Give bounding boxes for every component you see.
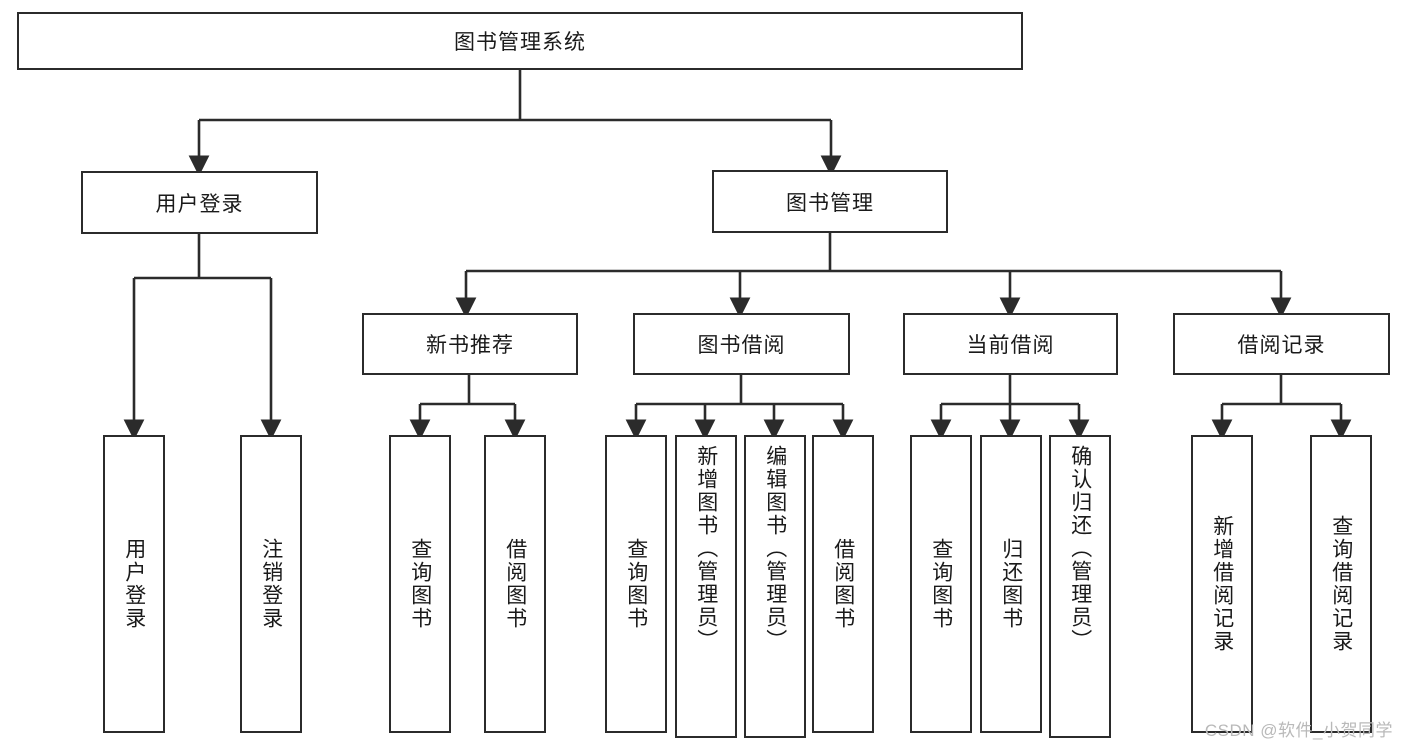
node-new-book-rec[interactable]: 新书推荐 — [362, 313, 578, 375]
node-user-login-label: 用户登录 — [155, 192, 244, 216]
node-leaf-return-book-label: 归还图书 — [999, 538, 1023, 630]
node-borrow-record-label: 借阅记录 — [1237, 334, 1326, 357]
node-new-book-rec-label: 新书推荐 — [426, 334, 514, 357]
node-leaf-query-book-1[interactable]: 查询图书 — [389, 435, 451, 733]
node-root[interactable]: 图书管理系统 — [17, 12, 1023, 70]
node-book-borrow[interactable]: 图书借阅 — [633, 313, 850, 375]
node-current-borrow-label: 当前借阅 — [966, 334, 1055, 357]
node-leaf-user-login[interactable]: 用户登录 — [103, 435, 165, 733]
node-book-manage[interactable]: 图书管理 — [712, 170, 948, 233]
node-leaf-edit-book[interactable]: 编辑图书（管理员） — [744, 435, 806, 738]
node-leaf-borrow-book-2-label: 借阅图书 — [831, 538, 855, 630]
node-leaf-query-record[interactable]: 查询借阅记录 — [1310, 435, 1372, 733]
watermark: CSDN @软件_小贺同学 — [1204, 721, 1393, 740]
node-leaf-query-book-3-label: 查询图书 — [929, 538, 953, 630]
node-leaf-borrow-book-2[interactable]: 借阅图书 — [812, 435, 874, 733]
node-leaf-user-login-label: 用户登录 — [122, 538, 146, 630]
node-leaf-user-logout[interactable]: 注销登录 — [240, 435, 302, 733]
node-leaf-user-logout-label: 注销登录 — [259, 538, 283, 630]
node-leaf-add-record[interactable]: 新增借阅记录 — [1191, 435, 1253, 733]
node-leaf-add-record-label: 新增借阅记录 — [1210, 515, 1234, 653]
node-leaf-confirm-return[interactable]: 确认归还（管理员） — [1049, 435, 1111, 738]
node-leaf-query-record-label: 查询借阅记录 — [1329, 515, 1353, 653]
node-leaf-confirm-return-label: 确认归还（管理员） — [1068, 445, 1092, 652]
node-leaf-query-book-2[interactable]: 查询图书 — [605, 435, 667, 733]
node-leaf-query-book-1-label: 查询图书 — [408, 538, 432, 630]
node-leaf-borrow-book-1[interactable]: 借阅图书 — [484, 435, 546, 733]
node-borrow-record[interactable]: 借阅记录 — [1173, 313, 1390, 375]
node-leaf-query-book-3[interactable]: 查询图书 — [910, 435, 972, 733]
node-leaf-edit-book-label: 编辑图书（管理员） — [763, 445, 787, 652]
node-current-borrow[interactable]: 当前借阅 — [903, 313, 1118, 375]
node-leaf-return-book[interactable]: 归还图书 — [980, 435, 1042, 733]
node-book-manage-label: 图书管理 — [786, 191, 874, 215]
node-root-label: 图书管理系统 — [454, 31, 586, 54]
node-user-login[interactable]: 用户登录 — [81, 171, 318, 234]
node-leaf-borrow-book-1-label: 借阅图书 — [503, 538, 527, 630]
node-leaf-query-book-2-label: 查询图书 — [624, 538, 648, 630]
node-leaf-add-book-label: 新增图书（管理员） — [694, 445, 718, 652]
node-leaf-add-book[interactable]: 新增图书（管理员） — [675, 435, 737, 738]
node-book-borrow-label: 图书借阅 — [697, 334, 786, 357]
